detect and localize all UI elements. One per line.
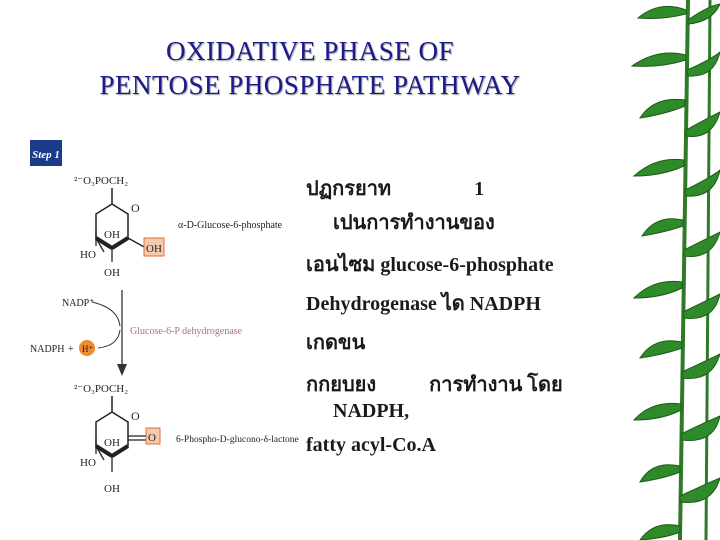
h-plus-label: H⁺ xyxy=(82,344,93,354)
nadph-curve xyxy=(97,329,121,349)
top-oh-highlight xyxy=(143,237,165,257)
text-line-6: กกยบยง การทำงาน โดย xyxy=(306,368,563,400)
top-phosphate-group: ²⁻O₃POCH₂ xyxy=(74,175,128,187)
bamboo-decoration xyxy=(630,0,720,540)
bottom-ring-oxygen: O xyxy=(131,409,140,423)
reaction-arrowhead xyxy=(117,364,127,376)
text-line-6a: กกยบยง xyxy=(306,374,377,396)
text-line-6b: การทำงาน โดย xyxy=(429,374,563,396)
top-oh-bottom: OH xyxy=(104,267,120,279)
text-line-1b: 1 xyxy=(474,178,485,200)
step-box xyxy=(30,140,62,166)
title-line-2: PENTOSE PHOSPHATE PATHWAY xyxy=(99,70,521,100)
bottom-oh-left: OH xyxy=(104,437,120,449)
text-line-2: เปนการทำงานของ xyxy=(333,212,495,234)
nadp-curve xyxy=(91,301,121,327)
bottom-ho: HO xyxy=(80,457,96,469)
bottom-carbonyl-highlight xyxy=(145,427,161,445)
reaction-diagram: Step 1 ²⁻O₃POCH₂ O OH HO OH OH α-D-Gluco… xyxy=(30,140,299,495)
top-oh-highlight-label: OH xyxy=(146,243,162,255)
text-line-5: เกดขน xyxy=(306,332,366,354)
bottom-phosphate-group: ²⁻O₃POCH₂ xyxy=(74,383,128,395)
nadp-label: NADP⁺ xyxy=(62,298,95,309)
h-plus-circle xyxy=(79,340,95,356)
text-line-1: ปฏกรยาท 1 xyxy=(306,172,484,204)
text-line-3: เอนไซม glucose-6-phosphate xyxy=(306,254,554,276)
plus-sign: + xyxy=(68,344,74,355)
top-oh-left: OH xyxy=(104,229,120,241)
bottom-oh-bottom: OH xyxy=(104,483,120,495)
text-line-1a: ปฏกรยาท xyxy=(306,178,392,200)
title-line-1: OXIDATIVE PHASE OF xyxy=(165,36,454,66)
step-label: Step 1 xyxy=(32,149,60,161)
text-line-4: Dehydrogenase ได NADPH xyxy=(306,293,541,315)
bamboo-leaves xyxy=(630,3,720,540)
top-ring-oxygen: O xyxy=(131,201,140,215)
slide-title: OXIDATIVE PHASE OF PENTOSE PHOSPHATE PAT… xyxy=(0,34,620,102)
text-line-7: NADPH, xyxy=(333,400,410,422)
text-line-8: fatty acyl-Co.A xyxy=(306,434,436,456)
top-ho: HO xyxy=(80,249,96,261)
top-molecule-name: α-D-Glucose-6-phosphate xyxy=(178,220,283,231)
bamboo-stalks xyxy=(678,0,712,540)
nadph-label: NADPH xyxy=(30,344,64,355)
bottom-molecule-name: 6-Phospho-D-glucono-δ-lactone xyxy=(176,435,299,445)
enzyme-name: Glucose-6-P dehydrogenase xyxy=(130,326,243,337)
bottom-carbonyl-oxygen: O xyxy=(148,432,156,444)
